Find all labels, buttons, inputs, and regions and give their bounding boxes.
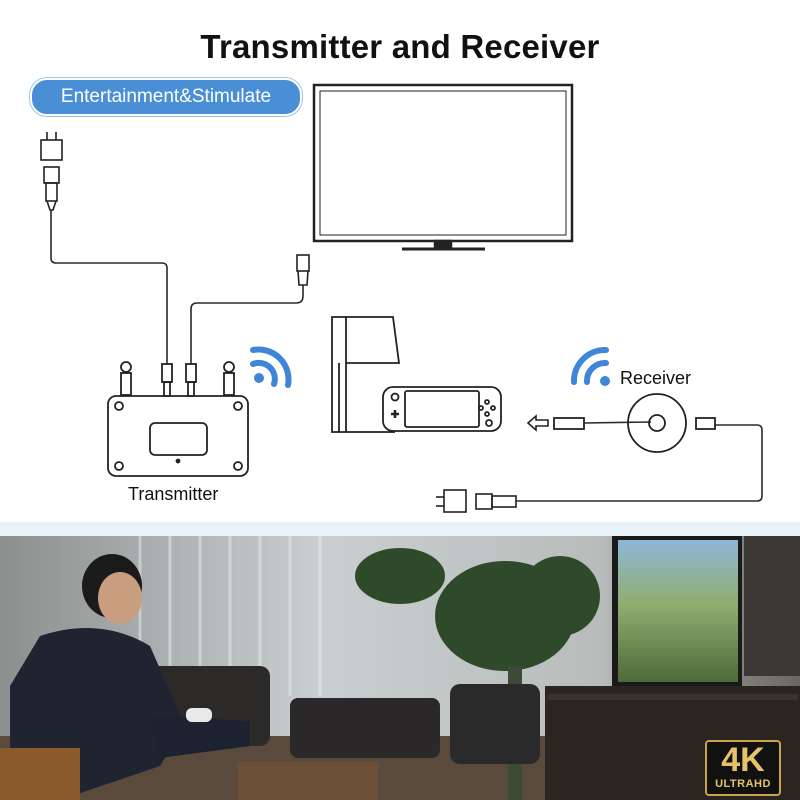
category-badge: Entertainment&Stimulate xyxy=(30,78,302,116)
living-room-photo xyxy=(0,536,800,800)
wifi-icon-receiver xyxy=(570,346,610,386)
receiver-label: Receiver xyxy=(620,368,692,388)
4k-badge-text: 4K xyxy=(721,741,765,779)
tv-icon xyxy=(312,83,574,251)
handheld-console-icon xyxy=(382,386,502,432)
arrow-left-icon xyxy=(526,414,549,432)
transmitter-device-icon xyxy=(107,361,249,477)
wifi-icon-transmitter xyxy=(250,346,292,388)
game-console-dock-icon xyxy=(331,316,401,433)
transmitter-label: Transmitter xyxy=(128,484,219,504)
receiver-device-icon xyxy=(553,393,716,453)
4k-ultrahd-badge: 4K ULTRAHD xyxy=(705,740,781,796)
ultrahd-badge-text: ULTRAHD xyxy=(715,778,771,790)
page-title: Transmitter and Receiver xyxy=(200,28,600,65)
cables xyxy=(50,210,763,502)
connection-diagram xyxy=(40,83,763,513)
receiver-power-plug-icon xyxy=(436,489,517,513)
power-plug-icon xyxy=(40,132,63,161)
hdmi-connector-icon xyxy=(296,254,310,286)
usb-connector-icon xyxy=(43,166,60,211)
section-divider xyxy=(0,522,800,536)
